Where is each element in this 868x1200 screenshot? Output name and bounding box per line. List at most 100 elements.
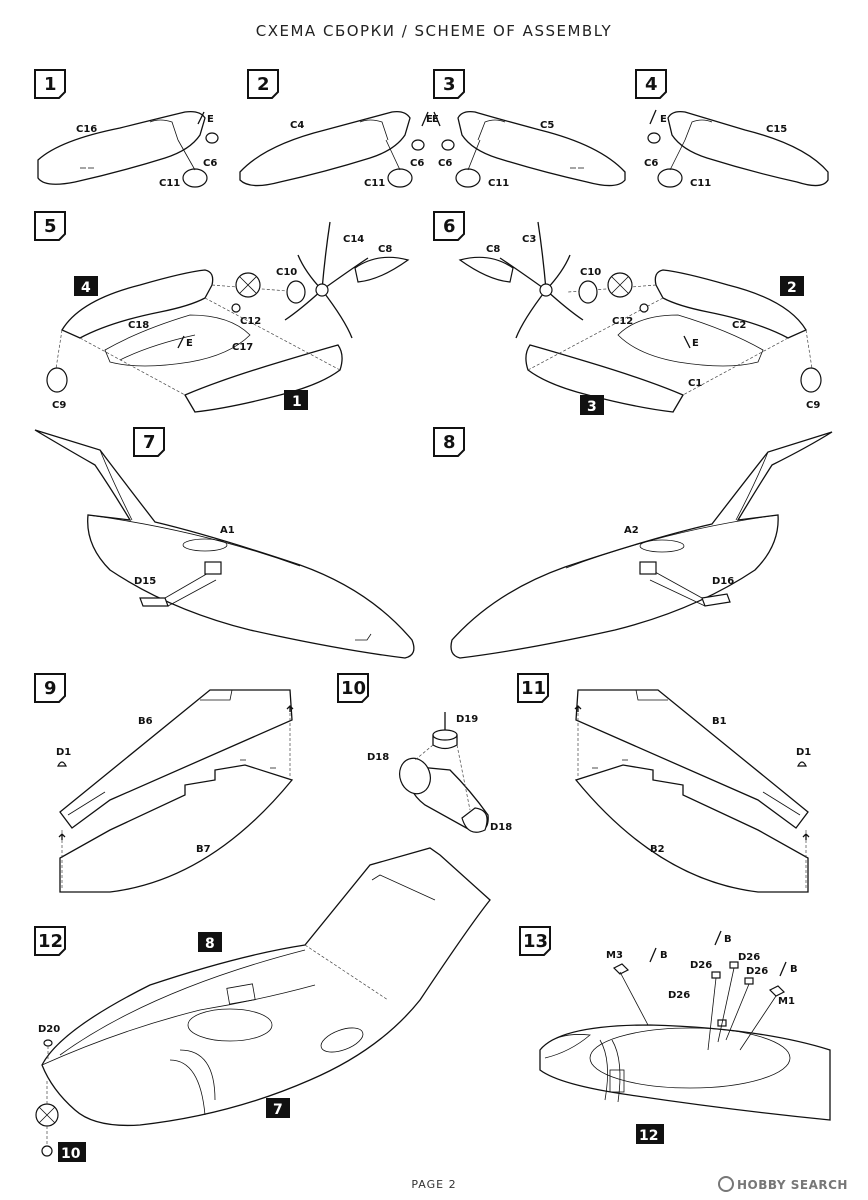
label-c11: C11 bbox=[690, 178, 711, 189]
label-b: B bbox=[790, 964, 798, 975]
label-c18: C18 bbox=[128, 320, 149, 331]
svg-text:1: 1 bbox=[292, 394, 302, 410]
label-e: E bbox=[432, 114, 439, 125]
step-6: 6 2 bbox=[433, 211, 822, 415]
part-c11 bbox=[657, 168, 683, 188]
label-d1: D1 bbox=[796, 747, 811, 758]
step-number: 13 bbox=[523, 931, 548, 952]
ref-box-8: 8 bbox=[198, 932, 222, 952]
ref-box-7: 7 bbox=[266, 1098, 290, 1118]
step-7: 7 A1 D15 bbox=[34, 427, 415, 659]
step-3-badge: 3 bbox=[433, 69, 465, 99]
step-number: 8 bbox=[443, 432, 456, 453]
step-5: 5 bbox=[34, 211, 410, 413]
label-c15: C15 bbox=[766, 124, 787, 135]
label-c11: C11 bbox=[364, 178, 385, 189]
step-5-badge: 5 bbox=[34, 211, 66, 241]
step-number: 11 bbox=[521, 678, 546, 699]
fuselage-top-detail bbox=[539, 1024, 831, 1121]
ref-box-2: 2 bbox=[780, 276, 804, 296]
page-title: СХЕМА СБОРКИ / SCHEME OF ASSEMBLY bbox=[255, 22, 613, 40]
nacelle-lower bbox=[184, 344, 343, 413]
label-e: E bbox=[660, 114, 667, 125]
ref-box-1: 1 bbox=[284, 390, 308, 410]
part-10-assembly bbox=[35, 1080, 59, 1157]
label-d18: D18 bbox=[367, 752, 389, 763]
label-c6: C6 bbox=[203, 158, 217, 169]
part-c6 bbox=[205, 132, 219, 144]
step-11: 11 B1 D1 B2 bbox=[517, 673, 811, 893]
part-d15 bbox=[139, 561, 222, 607]
step-number: 3 bbox=[443, 74, 456, 95]
part-c8-spinner bbox=[354, 256, 410, 283]
wing-lower-b2 bbox=[574, 759, 809, 893]
wing-lower-b7 bbox=[59, 759, 294, 893]
step-4-badge: 4 bbox=[635, 69, 667, 99]
svg-text:7: 7 bbox=[273, 1102, 283, 1118]
step-2: 2 C4 E C6 C11 bbox=[239, 69, 439, 189]
label-d18: D18 bbox=[490, 822, 512, 833]
part-d20 bbox=[43, 1039, 53, 1047]
label-c17: C17 bbox=[232, 342, 253, 353]
label-b7: B7 bbox=[196, 844, 211, 855]
step-number: 5 bbox=[44, 216, 57, 237]
part-e-pin bbox=[433, 111, 441, 127]
step-3: 3 E C5 C6 C11 bbox=[426, 69, 626, 189]
label-b1: B1 bbox=[712, 716, 727, 727]
step-12: 12 bbox=[34, 847, 491, 1162]
label-d26: D26 bbox=[738, 952, 760, 963]
step-number: 6 bbox=[443, 216, 456, 237]
part-c12 bbox=[231, 303, 241, 313]
part-c18-frame bbox=[104, 314, 251, 367]
nacelle-upper bbox=[61, 269, 214, 339]
ref-box-10: 10 bbox=[58, 1142, 86, 1162]
step-10-badge: 10 bbox=[337, 673, 369, 703]
step-9: 9 B6 D1 B7 bbox=[34, 673, 294, 893]
step-number: 10 bbox=[341, 678, 366, 699]
step-8: 8 A2 D16 bbox=[433, 427, 833, 659]
label-c4: C4 bbox=[290, 120, 304, 131]
part-e-pin bbox=[421, 111, 429, 127]
part-d1 bbox=[797, 761, 807, 767]
step-13: 13 bbox=[519, 926, 831, 1144]
nacelle-upper bbox=[654, 269, 807, 339]
propeller-c3 bbox=[499, 221, 584, 339]
label-d15: D15 bbox=[134, 576, 156, 587]
part-c2-frame bbox=[617, 314, 764, 367]
label-a2: A2 bbox=[624, 525, 639, 536]
part-d19 bbox=[432, 712, 458, 750]
step-2-badge: 2 bbox=[247, 69, 279, 99]
nacelle-half-c5 bbox=[457, 110, 626, 187]
part-d26 bbox=[744, 977, 754, 985]
part-c9 bbox=[46, 367, 68, 393]
page-number: PAGE 2 bbox=[411, 1178, 457, 1191]
label-c11: C11 bbox=[159, 178, 180, 189]
part-c11 bbox=[182, 168, 208, 188]
step-11-badge: 11 bbox=[517, 673, 549, 703]
step-number: 12 bbox=[38, 931, 63, 952]
step-6-badge: 6 bbox=[433, 211, 465, 241]
label-m1: M1 bbox=[778, 996, 795, 1007]
label-c12: C12 bbox=[612, 316, 633, 327]
step-number: 4 bbox=[645, 74, 658, 95]
nacelle-half-c4 bbox=[239, 110, 411, 187]
part-d16 bbox=[639, 561, 731, 607]
label-d26: D26 bbox=[690, 960, 712, 971]
part-c10 bbox=[286, 280, 306, 304]
small-parts bbox=[612, 930, 787, 1051]
part-c12 bbox=[639, 303, 649, 313]
part-c6 bbox=[441, 139, 455, 151]
ref-box-4: 4 bbox=[74, 276, 98, 296]
label-a1: A1 bbox=[220, 525, 235, 536]
part-d26 bbox=[729, 961, 739, 969]
part-c9 bbox=[800, 367, 822, 393]
fuselage-half-a2 bbox=[450, 431, 833, 659]
part-e-pin bbox=[197, 111, 205, 125]
label-c10: C10 bbox=[276, 267, 297, 278]
label-c3: C3 bbox=[522, 234, 536, 245]
label-e: E bbox=[186, 338, 193, 349]
part-b-pin bbox=[649, 947, 657, 963]
part-e-pin bbox=[177, 335, 185, 349]
label-c16: C16 bbox=[76, 124, 97, 135]
nacelle-half-c16 bbox=[37, 110, 206, 185]
